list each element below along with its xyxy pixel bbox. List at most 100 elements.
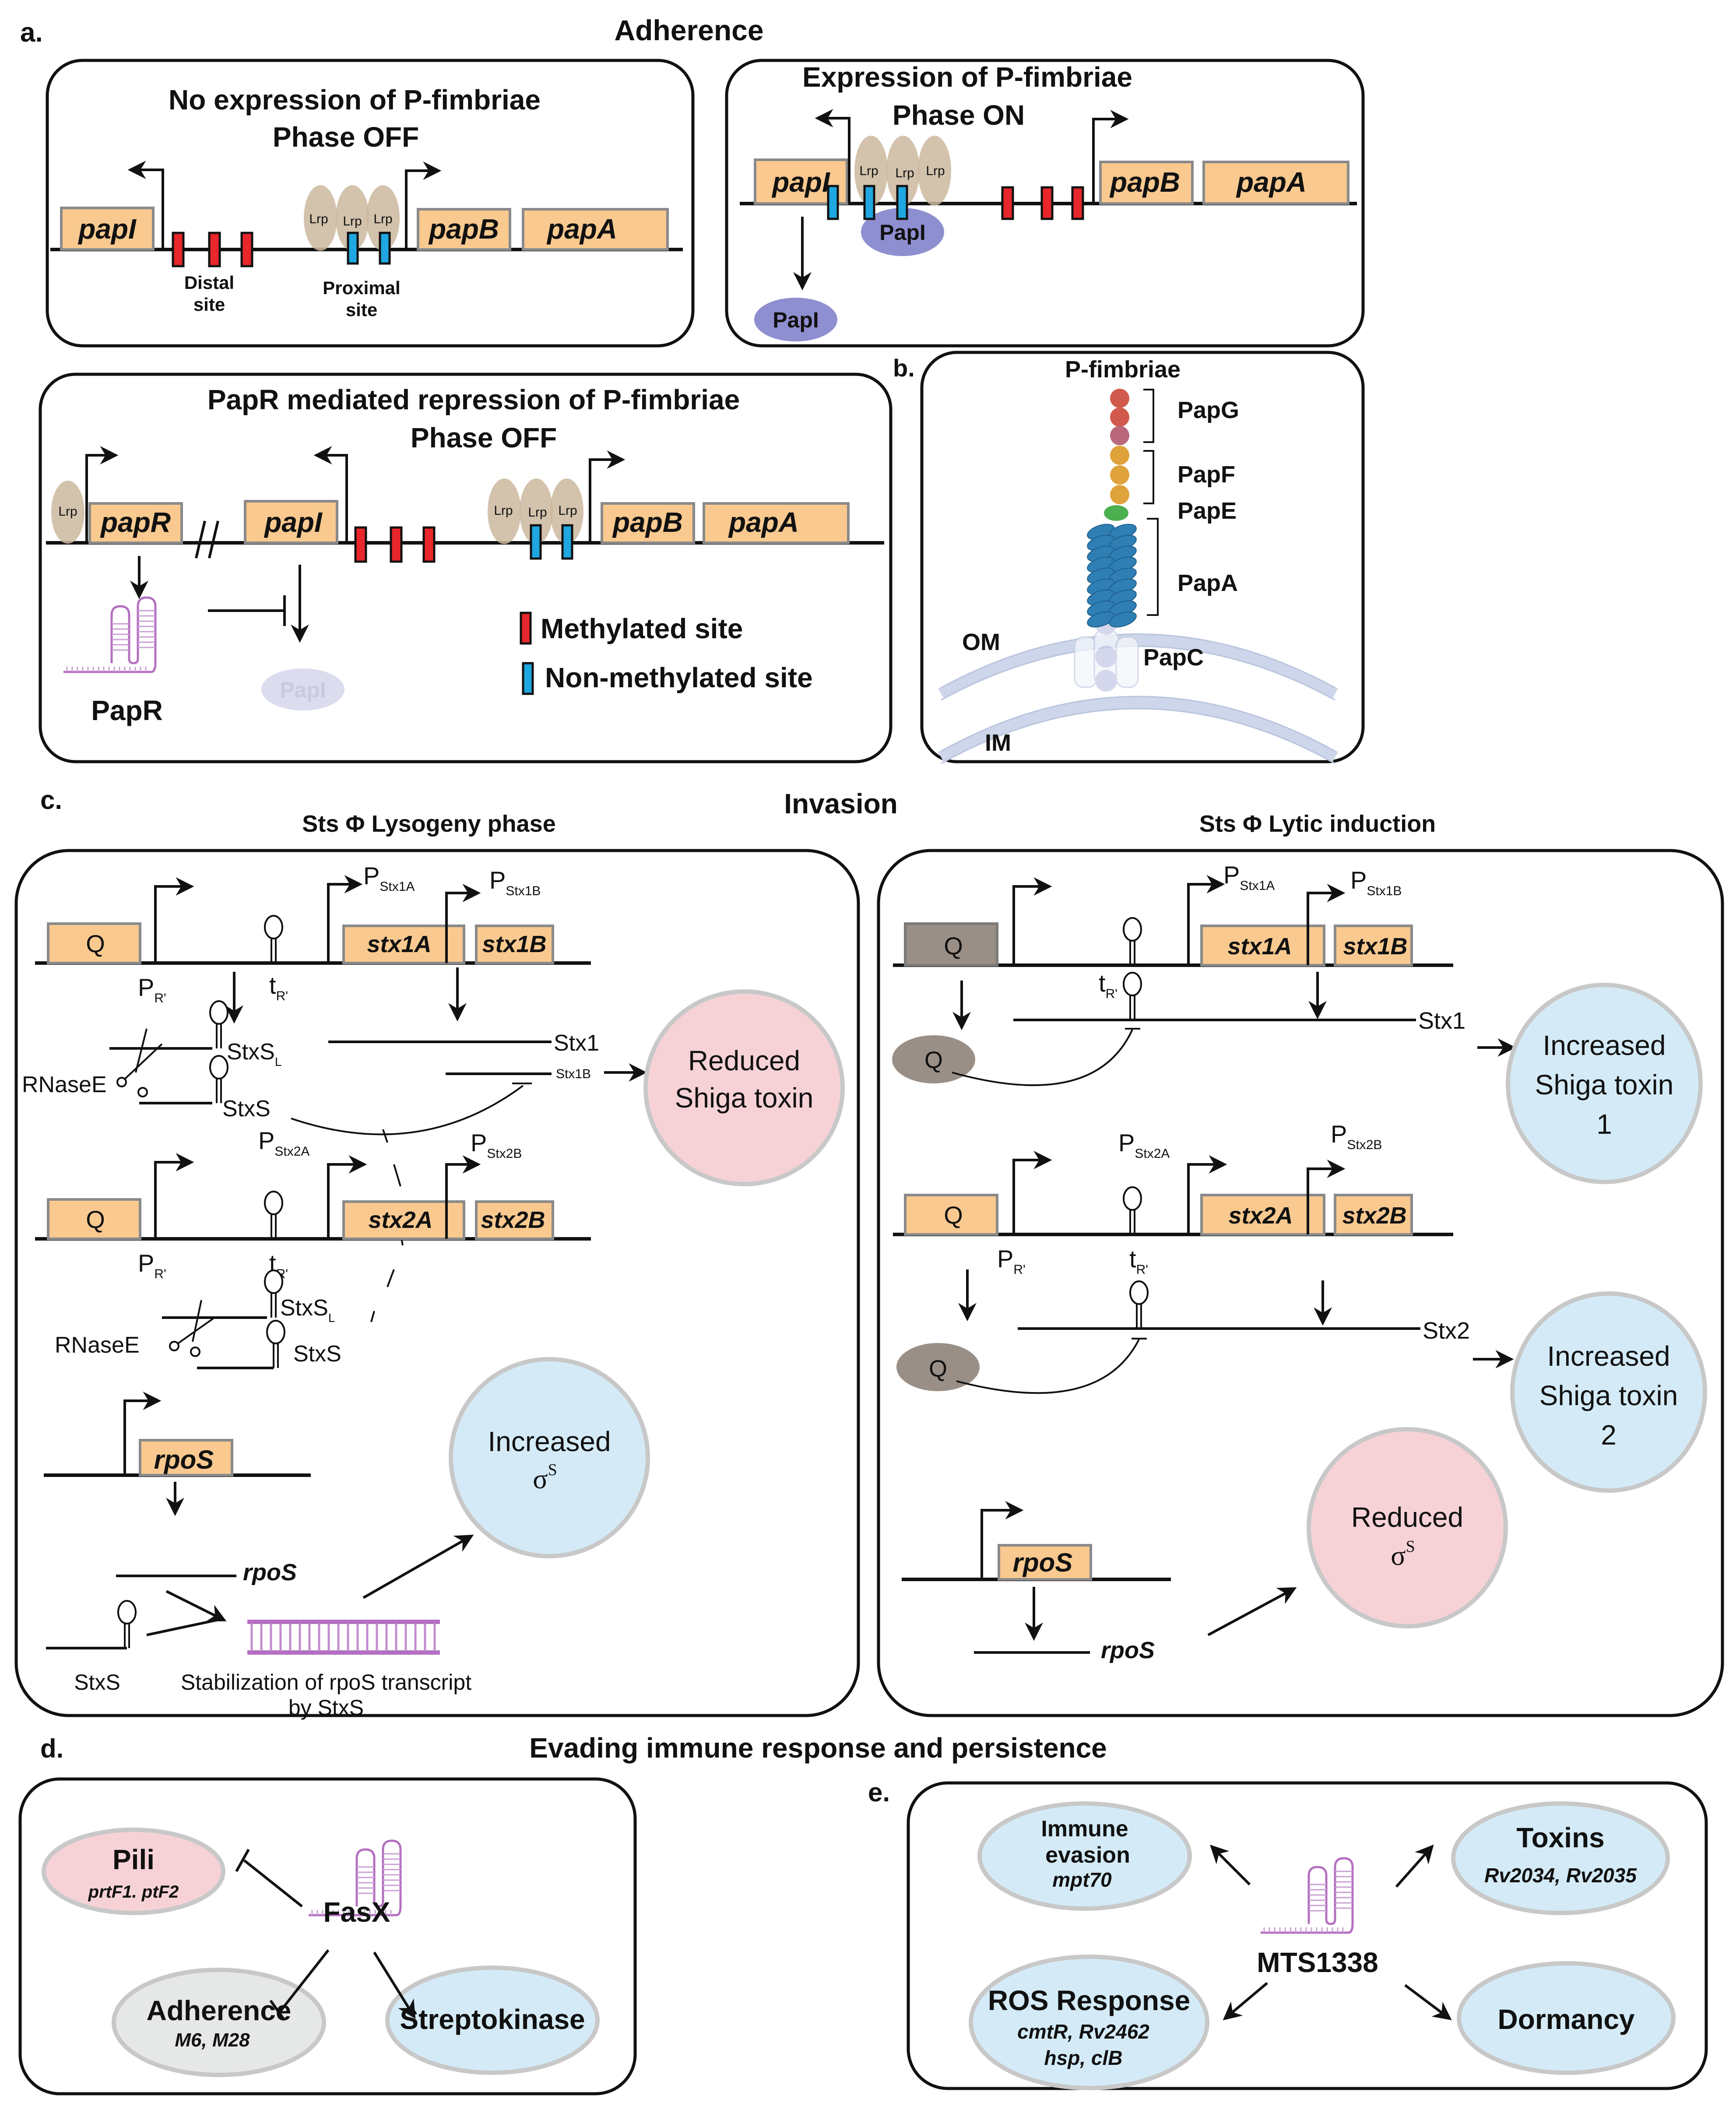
lrp-label: Lrp: [373, 212, 392, 226]
toxins-genes: Rv2034, Rv2035: [1484, 1864, 1637, 1887]
lrp-protein: [854, 136, 888, 206]
gene-label: Q: [86, 1206, 105, 1233]
lrp-protein: [918, 136, 951, 206]
rpoS-label: rpoS: [1101, 1637, 1155, 1663]
papr-title-2: Phase OFF: [411, 422, 557, 454]
papI-protein-free: [754, 298, 837, 341]
lrp-protein: [366, 185, 400, 251]
gene-label: stx1B: [1343, 933, 1407, 960]
lrp-protein: [488, 478, 521, 544]
papG-subunit: [1110, 389, 1129, 408]
immune-evasion-genes: mpt70: [1052, 1868, 1112, 1891]
stxs-label: StxS: [293, 1341, 341, 1367]
immune-evasion-label: Immune: [1041, 1816, 1128, 1842]
tr-label: tR': [1129, 1245, 1148, 1277]
result-label: Shiga toxin: [1535, 1069, 1674, 1100]
repression-curve: [291, 1085, 524, 1136]
promoter-label: PStx2A: [1118, 1129, 1170, 1161]
antitermination-curve: [952, 1029, 1133, 1086]
stx1b-label: Stx1B: [556, 1067, 591, 1081]
dormancy-node: [1457, 1961, 1676, 2075]
inner-membrane: [938, 696, 1338, 763]
rnaseE-label: RNaseE: [55, 1333, 140, 1358]
gene-stx1A: [342, 925, 465, 964]
panel-a: a. Adherence No expression of P-fimbriae…: [20, 14, 1365, 763]
lrp-label: Lrp: [528, 505, 547, 520]
repression-line: [243, 1859, 303, 1908]
activation-arrow: [1210, 1845, 1251, 1886]
promoter-arrow: [1012, 877, 1052, 965]
stxs-label: StxS: [222, 1096, 271, 1122]
gene-label: papR: [100, 506, 171, 538]
panel-d-label: d.: [40, 1734, 63, 1763]
gene-papB: [1099, 161, 1194, 205]
gene-label: rpoS: [1013, 1548, 1073, 1577]
lytic-title: Sts Φ Lytic induction: [1199, 811, 1436, 837]
lrp-label: Lrp: [558, 503, 577, 518]
panel-d-title: Evading immune response and persistence: [529, 1732, 1107, 1764]
streptokinase-label: Streptokinase: [400, 2004, 585, 2035]
promoter-label: PStx1B: [489, 866, 541, 898]
result-label: Shiga toxin: [675, 1082, 814, 1114]
promoter-arrow: [445, 884, 481, 963]
promoter-arrow-right: [405, 162, 442, 250]
lrp-label: Lrp: [343, 214, 362, 229]
papI-label: PapI: [879, 220, 926, 245]
om-label: OM: [962, 629, 1000, 655]
methylated-site: [172, 232, 185, 267]
legend-non-methylated-label: Non-methylated site: [545, 662, 813, 693]
gene-papB: [601, 502, 695, 544]
antitermination-curve: [956, 1339, 1140, 1394]
gene-label: papI: [771, 166, 830, 198]
lrp-protein: [520, 478, 553, 544]
toxins-node: [1451, 1801, 1670, 1915]
lysogeny-box: Q stx1A stx1B PStx1A PStx1B PR' tR' StxS…: [14, 849, 860, 1720]
papA-label: PapA: [1177, 570, 1238, 596]
papR-label: PapR: [91, 695, 163, 726]
phase-off-title-2: Phase OFF: [273, 121, 419, 153]
panel-e-label: e.: [868, 1778, 890, 1807]
rpoS-label: rpoS: [243, 1559, 297, 1586]
stxsl-label: StxSL: [280, 1295, 335, 1325]
promoter-label: PStx1A: [363, 862, 415, 894]
gene-label: papB: [1109, 166, 1180, 198]
legend-methylated-swatch: [520, 612, 532, 645]
lrp-label: Lrp: [494, 503, 513, 518]
methylated-site: [1001, 186, 1014, 220]
streptokinase-node: [385, 1965, 600, 2075]
ros-response-node: [969, 1955, 1209, 2090]
papA-rod: [1087, 524, 1137, 628]
outer-membrane: [938, 634, 1338, 700]
stx2-label: Stx2: [1423, 1318, 1470, 1344]
activation-arrow: [1223, 1982, 1268, 2021]
gene-label: rpoS: [154, 1445, 214, 1474]
non-methylated-site: [863, 185, 875, 220]
stxs-label: StxS: [74, 1670, 120, 1695]
increased-shiga-toxin-2-node: [1510, 1291, 1707, 1493]
phase-on-title-1: Expression of P-fimbriae: [802, 61, 1132, 93]
papC-usher: [1074, 613, 1139, 692]
lrp-protein: [336, 185, 369, 251]
result-arrow: [1207, 1587, 1297, 1636]
gene-label: stx2B: [481, 1207, 545, 1233]
Q-protein: [892, 1035, 975, 1083]
promoter-arrow: [1307, 884, 1346, 965]
papC-label: PapC: [1143, 644, 1204, 671]
panel-e: e. MTS1338 Immune evasion mpt70 Toxins R…: [868, 1778, 1708, 2090]
papA-subunit: [1087, 611, 1115, 628]
Q-protein-label: Q: [929, 1356, 947, 1382]
stx1-label: Stx1: [554, 1030, 599, 1056]
papA-bracket: [1147, 518, 1159, 616]
Q-protein: [896, 1343, 980, 1391]
papA-subunit: [1109, 611, 1137, 628]
adherence-node: [112, 1968, 326, 2077]
pr-label: PR': [138, 974, 166, 1006]
gene-label: papA: [546, 213, 617, 245]
gene-label: papA: [1236, 166, 1307, 198]
toxins-label: Toxins: [1516, 1822, 1605, 1853]
promoter-arrow-right: [1092, 110, 1129, 204]
panel-b: b. P-fimbriae OM IM PapC: [893, 351, 1365, 764]
phase-on-box: Expression of P-fimbriae Phase ON papI p…: [725, 59, 1365, 348]
promoter-label: PStx2A: [258, 1127, 309, 1159]
